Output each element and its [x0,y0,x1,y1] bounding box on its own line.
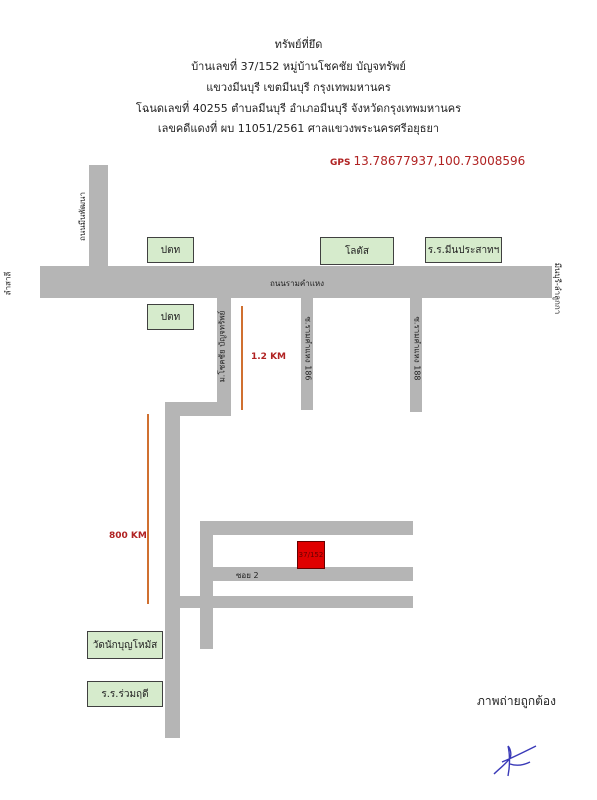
label-soi-chokchai: ม.โชคชัย บัญจทรัพย์ [217,310,227,383]
gps-prefix: GPS [330,158,351,168]
verification-stamp: ภาพถ่ายถูกต้อง [477,694,556,708]
road-min-pattana [89,165,108,270]
road-soi-1 [200,521,413,535]
subject-property-marker: 37/152 [297,541,325,569]
road-soi-connector [200,521,213,649]
road-soi-3 [180,596,413,608]
label-min-pattana: ถนนมีนพัฒนา [77,192,87,241]
label-soi-186: ซ.รามคำแหง 186 [303,316,313,381]
landmark-ptt-south: ปตท [147,304,194,330]
header-case: เลขคดีแดงที่ ผบ 11051/2561 ศาลแขวงพระนคร… [157,122,440,135]
label-soi-188: ซ.รามคำแหง 188 [412,316,422,381]
header-title: ทรัพย์ที่ยึด [274,38,323,51]
subject-property-label: 37/152 [298,551,324,559]
header-district: แขวงมีนบุรี เขตมีนบุรี กรุงเทพมหานคร [206,81,391,94]
road-soi-chokchai-bend [165,402,231,416]
landmark-school-ruamrudee: ร.ร.ร่วมฤดี [87,681,163,707]
label-ramkhamhaeng: ถนนรามคำแหง [270,279,325,288]
road-soi-chokchai [217,298,231,410]
header-deed: โฉนดเลขที่ 40255 ตำบลมีนบุรี อำเภอมีนบุร… [135,102,462,115]
distance-label-lower: 800 KM [109,531,147,541]
road-soi-188 [410,298,422,412]
header-address: บ้านเลขที่ 37/152 หมู่บ้านโชคชัย บัญจทรั… [191,60,406,73]
label-lam-sali: ลำสาลี [3,271,13,296]
landmark-temple: วัดนักบุญโหมัส [87,631,163,659]
distance-label-upper: 1.2 KM [251,352,287,362]
road-ramkhamhaeng [40,266,552,298]
landmark-lotus: โลตัส [320,237,394,265]
signature [493,745,537,777]
landmark-ptt-north: ปตท [147,237,194,263]
landmark-school-minprasat: ร.ร.มีนประสาทฯ [425,237,502,263]
road-soi-chokchai-south [165,402,180,738]
road-soi-186 [301,298,313,410]
distance-line-upper [241,306,243,410]
label-minburi-lamlukka: มีนบุรี-ลำลูกกา [553,262,563,315]
label-soi-2: ซอย 2 [236,571,259,580]
road-soi-2 [213,567,413,581]
gps-value: 13.78677937,100.73008596 [353,154,526,168]
distance-line-lower [147,414,149,604]
